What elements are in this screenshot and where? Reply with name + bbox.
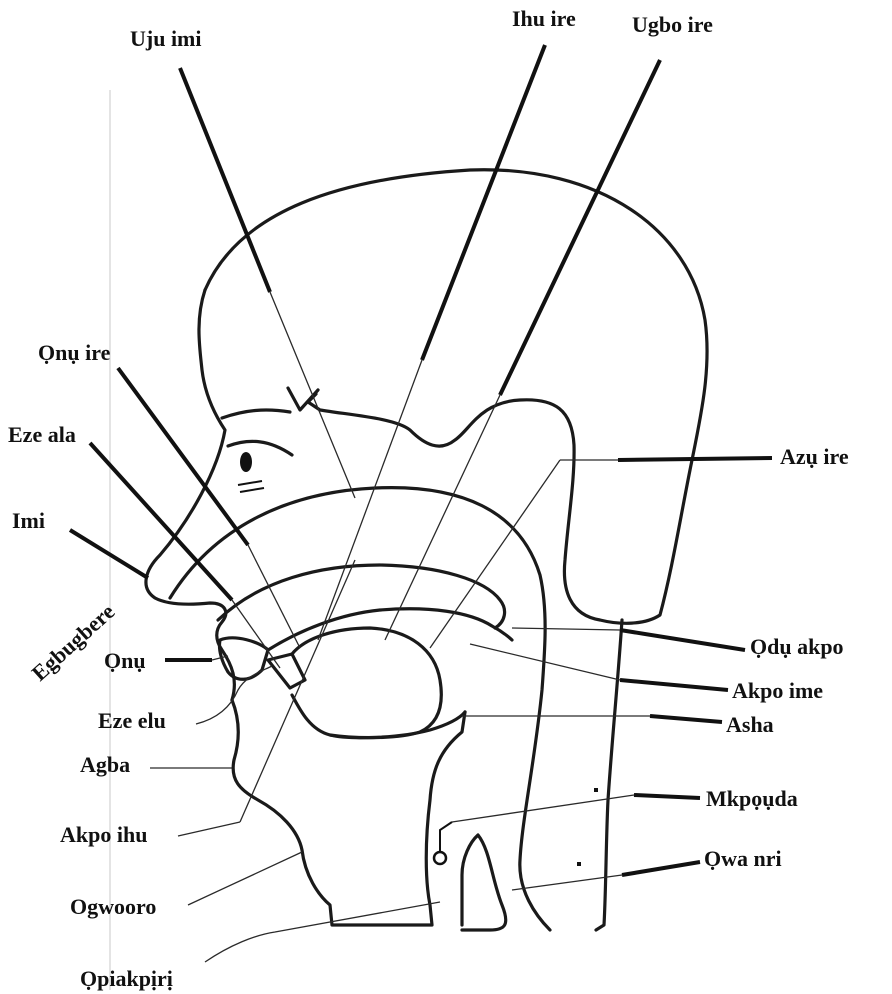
leader-ugbo-ire-thin [385,395,500,640]
eye-pupil [240,452,252,472]
eye-lid [228,441,292,455]
leader-akpo-ime-thick [620,680,728,690]
leader-ihu-ire-thick [422,45,545,360]
label-opiakpiri: Ọpiakpịrị [80,966,173,991]
label-asha: Asha [726,712,774,737]
palate-outline [218,565,505,628]
leader-mkpouda-thick [634,795,700,798]
leader-azu-ire-thick [618,458,772,460]
leader-odu-akpo-thick [620,630,745,650]
leader-opiakpiri [205,902,440,962]
label-ogwooro: Ogwooro [70,894,156,919]
leader-odu-akpo-thin [512,628,620,630]
leader-akpo-ihu-thin [240,560,355,822]
leader-akpo-ihu-thin2 [178,822,240,836]
leader-ogwooro [188,852,302,905]
uvula-stalk [440,822,452,852]
leader-onu-ire-thin [248,545,300,648]
tick-mark-2 [577,862,581,866]
label-agba: Agba [80,752,130,777]
leader-eze-ala-thick [90,443,232,600]
brow-line [222,410,290,418]
label-akpo-ime: Akpo ime [732,678,823,703]
label-mkpouda: Mkpọụda [706,786,798,811]
label-ihu-ire: Ihu ire [512,6,576,31]
nasal-cavity-outline [170,488,550,930]
jaw-outline [232,700,465,925]
label-akpo-ihu: Akpo ihu [60,822,147,847]
label-owa-nri: Ọwa nri [704,846,782,871]
tongue-outline [292,628,441,738]
eye-lower-marks [238,481,264,492]
leader-onu-ire-thick [118,368,248,545]
label-onu-ire: Ọnụ ire [38,340,111,365]
uvula-point [434,852,446,864]
leader-uju-imi-thin [270,292,355,498]
label-odu-akpo: Ọdụ akpo [750,634,844,659]
leader-azu-ire-thin2 [430,460,560,648]
tick-mark-1 [594,788,598,792]
label-onu: Ọnụ [104,648,146,673]
label-eze-ala: Eze ala [8,422,76,447]
label-ugbo-ire: Ugbo ire [632,12,713,37]
label-azu-ire: Azụ ire [780,444,849,469]
posterior-wall [596,620,622,930]
tongue-root [330,712,465,738]
head-outline [205,170,707,624]
leader-ihu-ire-thin [318,360,422,640]
leader-asha-thick [650,716,722,722]
leader-owa-nri-thick [622,862,700,875]
leader-ugbo-ire-thick [500,60,660,395]
label-uju-imi: Uju imi [130,26,202,51]
label-imi: Imi [12,508,45,533]
label-eze-elu: Eze elu [98,708,166,733]
leader-eze-ala-thin [232,600,280,668]
epiglottis-outline [462,835,506,930]
